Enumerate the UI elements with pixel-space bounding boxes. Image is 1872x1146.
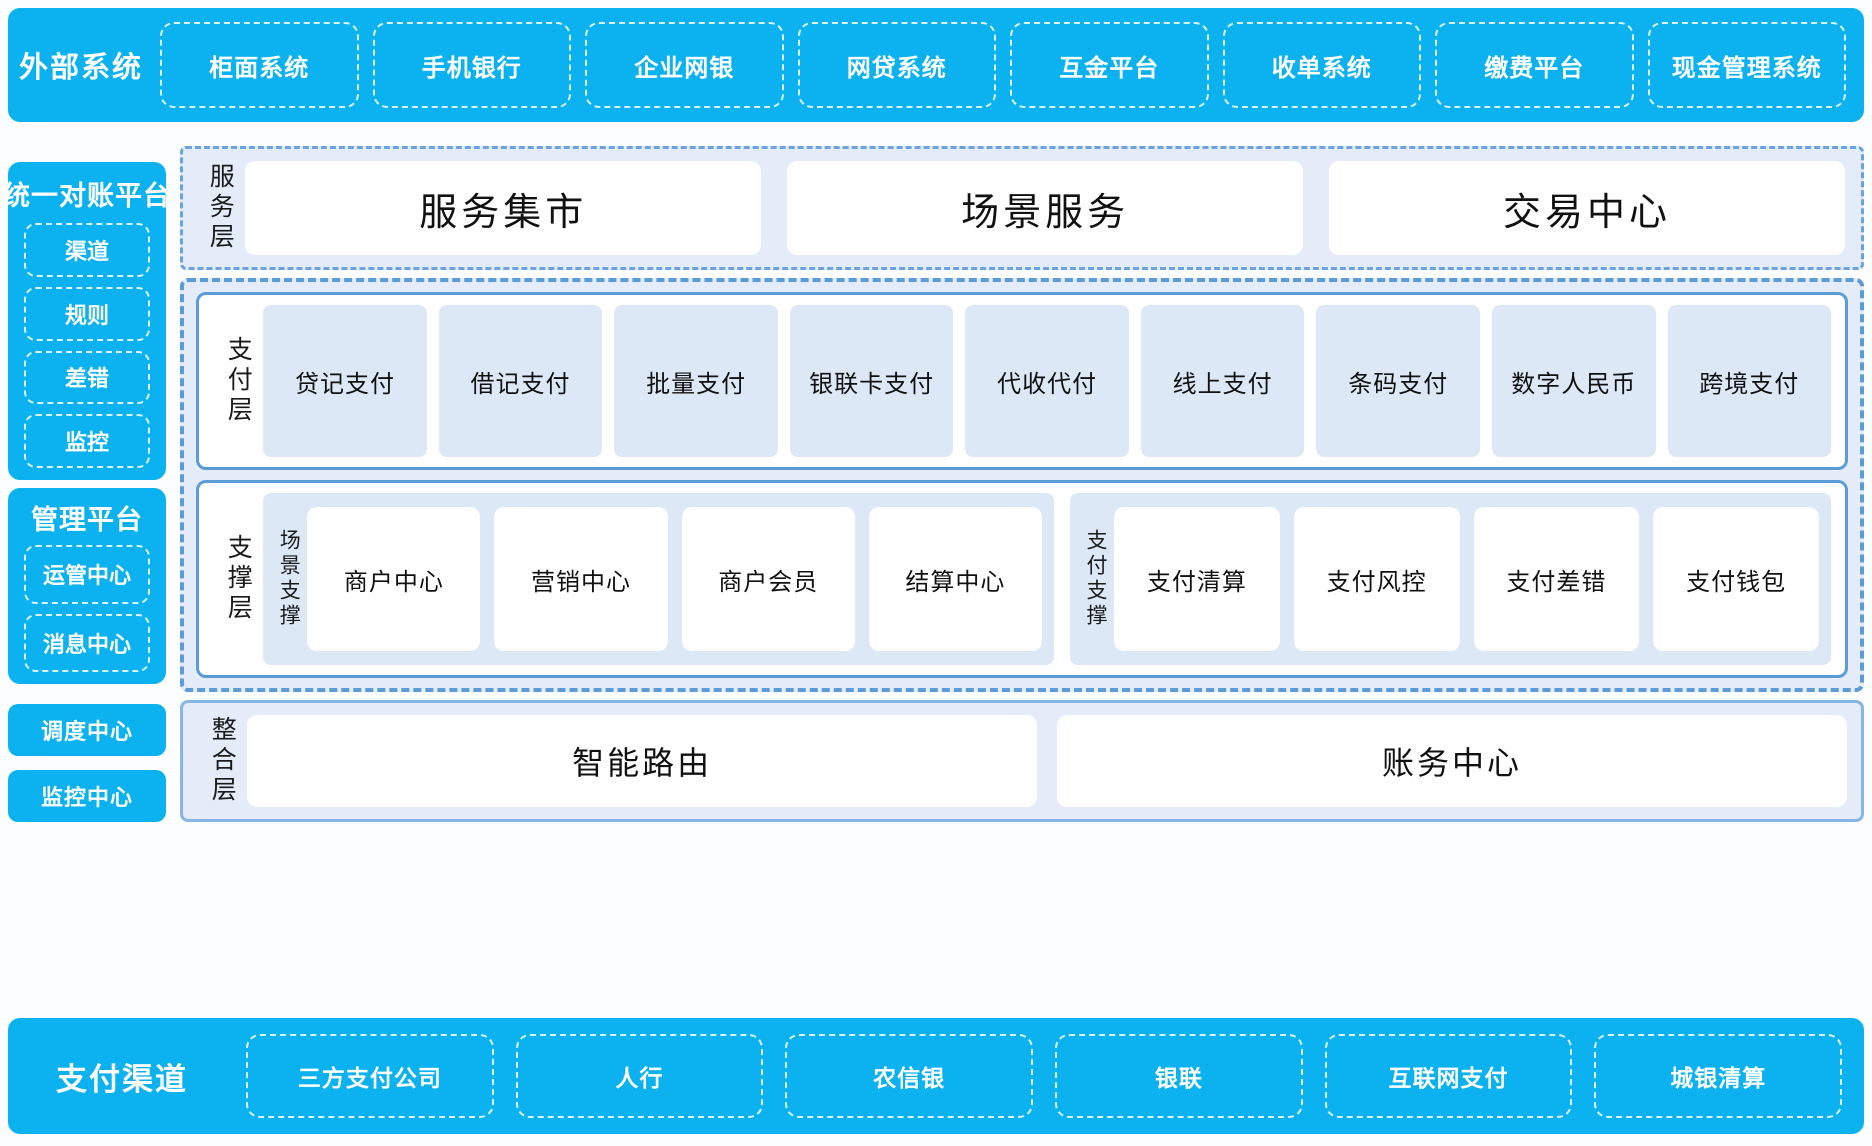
scene-support-cards: 商户中心 营销中心 商户会员 结算中心 xyxy=(307,501,1042,657)
external-system-item[interactable]: 缴费平台 xyxy=(1435,22,1634,108)
support-layer-label: 支撑层 xyxy=(224,534,253,624)
payment-channel-item[interactable]: 银联 xyxy=(1055,1034,1303,1118)
support-layer-groups: 场景支撑 商户中心 营销中心 商户会员 结算中心 支付支撑 支付清算 支付风控 … xyxy=(263,493,1831,665)
payment-card[interactable]: 批量支付 xyxy=(614,305,778,457)
reconciliation-platform-title: 统一对账平台 xyxy=(3,181,171,211)
service-layer-label: 服务层 xyxy=(206,163,235,253)
integration-layer-label: 整合层 xyxy=(208,716,237,806)
payment-support-cards: 支付清算 支付风控 支付差错 支付钱包 xyxy=(1114,501,1820,657)
reconciliation-item[interactable]: 渠道 xyxy=(24,223,150,277)
service-layer-cards: 服务集市 场景服务 交易中心 xyxy=(245,157,1849,259)
external-system-item[interactable]: 手机银行 xyxy=(372,22,571,108)
external-system-item[interactable]: 网贷系统 xyxy=(797,22,996,108)
reconciliation-item[interactable]: 差错 xyxy=(24,350,150,405)
payment-card[interactable]: 贷记支付 xyxy=(263,305,427,457)
scene-support-card[interactable]: 商户会员 xyxy=(681,507,855,651)
payment-card[interactable]: 代收代付 xyxy=(965,305,1129,457)
integration-card[interactable]: 账务中心 xyxy=(1057,715,1847,807)
management-item[interactable]: 运管中心 xyxy=(24,545,150,604)
sidebar-item-monitoring-center[interactable]: 监控中心 xyxy=(8,770,166,822)
service-card[interactable]: 交易中心 xyxy=(1329,161,1846,255)
external-system-item[interactable]: 收单系统 xyxy=(1222,22,1421,108)
scene-support-label: 场景支撑 xyxy=(277,529,301,629)
scene-support-card[interactable]: 商户中心 xyxy=(307,507,481,651)
external-system-item[interactable]: 企业网银 xyxy=(585,22,784,108)
management-platform-title: 管理平台 xyxy=(31,505,143,535)
reconciliation-item[interactable]: 规则 xyxy=(24,286,150,341)
management-item[interactable]: 消息中心 xyxy=(24,613,150,672)
payment-channel-item[interactable]: 人行 xyxy=(515,1034,764,1118)
support-layer-panel: 支撑层 场景支撑 商户中心 营销中心 商户会员 结算中心 支付支撑 支付清算 xyxy=(196,480,1848,678)
external-systems-list: 柜面系统 手机银行 企业网银 网贷系统 互金平台 收单系统 缴费平台 现金管理系… xyxy=(154,8,1864,122)
integration-card[interactable]: 智能路由 xyxy=(247,715,1038,807)
payment-layer-label: 支付层 xyxy=(224,336,253,426)
payment-card[interactable]: 线上支付 xyxy=(1140,305,1305,457)
external-systems-title: 外部系统 xyxy=(18,52,143,84)
payment-support-card[interactable]: 支付风控 xyxy=(1293,507,1460,651)
payment-channel-item[interactable]: 农信银 xyxy=(785,1034,1034,1118)
external-system-item[interactable]: 柜面系统 xyxy=(160,22,359,108)
payment-support-card[interactable]: 支付钱包 xyxy=(1653,507,1820,651)
integration-layer-cards: 智能路由 账务中心 xyxy=(247,713,1847,809)
management-platform-card: 管理平台 运管中心 消息中心 xyxy=(8,488,166,684)
payment-channels-banner: 支付渠道 三方支付公司 人行 农信银 银联 互联网支付 城银清算 xyxy=(8,1018,1864,1134)
payment-layer-cards: 贷记支付 借记支付 批量支付 银联卡支付 代收代付 线上支付 条码支付 数字人民… xyxy=(263,305,1832,457)
service-card[interactable]: 服务集市 xyxy=(245,161,762,255)
payment-card[interactable]: 数字人民币 xyxy=(1491,305,1656,457)
payment-channel-item[interactable]: 三方支付公司 xyxy=(246,1034,494,1118)
payment-support-card[interactable]: 支付清算 xyxy=(1114,507,1280,651)
payment-layer-panel: 支付层 贷记支付 借记支付 批量支付 银联卡支付 代收代付 线上支付 条码支付 … xyxy=(196,292,1848,470)
payment-support-card[interactable]: 支付差错 xyxy=(1473,507,1640,651)
scene-support-card[interactable]: 结算中心 xyxy=(868,507,1042,651)
reconciliation-item[interactable]: 监控 xyxy=(24,414,150,468)
integration-layer-panel: 整合层 智能路由 账务中心 xyxy=(180,700,1864,822)
payment-channels-title: 支付渠道 xyxy=(56,1061,188,1097)
payment-card[interactable]: 借记支付 xyxy=(438,305,603,457)
payment-channels-list: 三方支付公司 人行 农信银 银联 互联网支付 城银清算 xyxy=(236,1018,1864,1134)
external-systems-banner: 外部系统 柜面系统 手机银行 企业网银 网贷系统 互金平台 收单系统 缴费平台 … xyxy=(8,8,1864,122)
reconciliation-platform-card: 统一对账平台 渠道 规则 差错 监控 xyxy=(3,162,170,480)
service-layer-panel: 服务层 服务集市 场景服务 交易中心 xyxy=(180,146,1864,270)
sidebar-item-scheduling-center[interactable]: 调度中心 xyxy=(8,704,166,756)
scene-support-card[interactable]: 营销中心 xyxy=(494,507,668,651)
payment-support-label: 支付支撑 xyxy=(1084,529,1108,629)
payment-support-group: 支付支撑 支付清算 支付风控 支付差错 支付钱包 xyxy=(1069,493,1831,665)
management-platform-items: 运管中心 消息中心 xyxy=(8,545,166,684)
scene-support-group: 场景支撑 商户中心 营销中心 商户会员 结算中心 xyxy=(263,493,1054,665)
payment-channel-item[interactable]: 互联网支付 xyxy=(1324,1034,1573,1118)
external-system-item[interactable]: 现金管理系统 xyxy=(1647,22,1846,108)
core-layers-wrapper: 支付层 贷记支付 借记支付 批量支付 银联卡支付 代收代付 线上支付 条码支付 … xyxy=(180,278,1864,692)
service-card[interactable]: 场景服务 xyxy=(787,161,1304,255)
payment-card[interactable]: 跨境支付 xyxy=(1667,305,1832,457)
reconciliation-platform-items: 渠道 规则 差错 监控 xyxy=(8,223,166,480)
payment-channel-item[interactable]: 城银清算 xyxy=(1594,1034,1843,1118)
external-system-item[interactable]: 互金平台 xyxy=(1010,22,1209,108)
payment-card[interactable]: 银联卡支付 xyxy=(789,305,954,457)
payment-card[interactable]: 条码支付 xyxy=(1316,305,1480,457)
